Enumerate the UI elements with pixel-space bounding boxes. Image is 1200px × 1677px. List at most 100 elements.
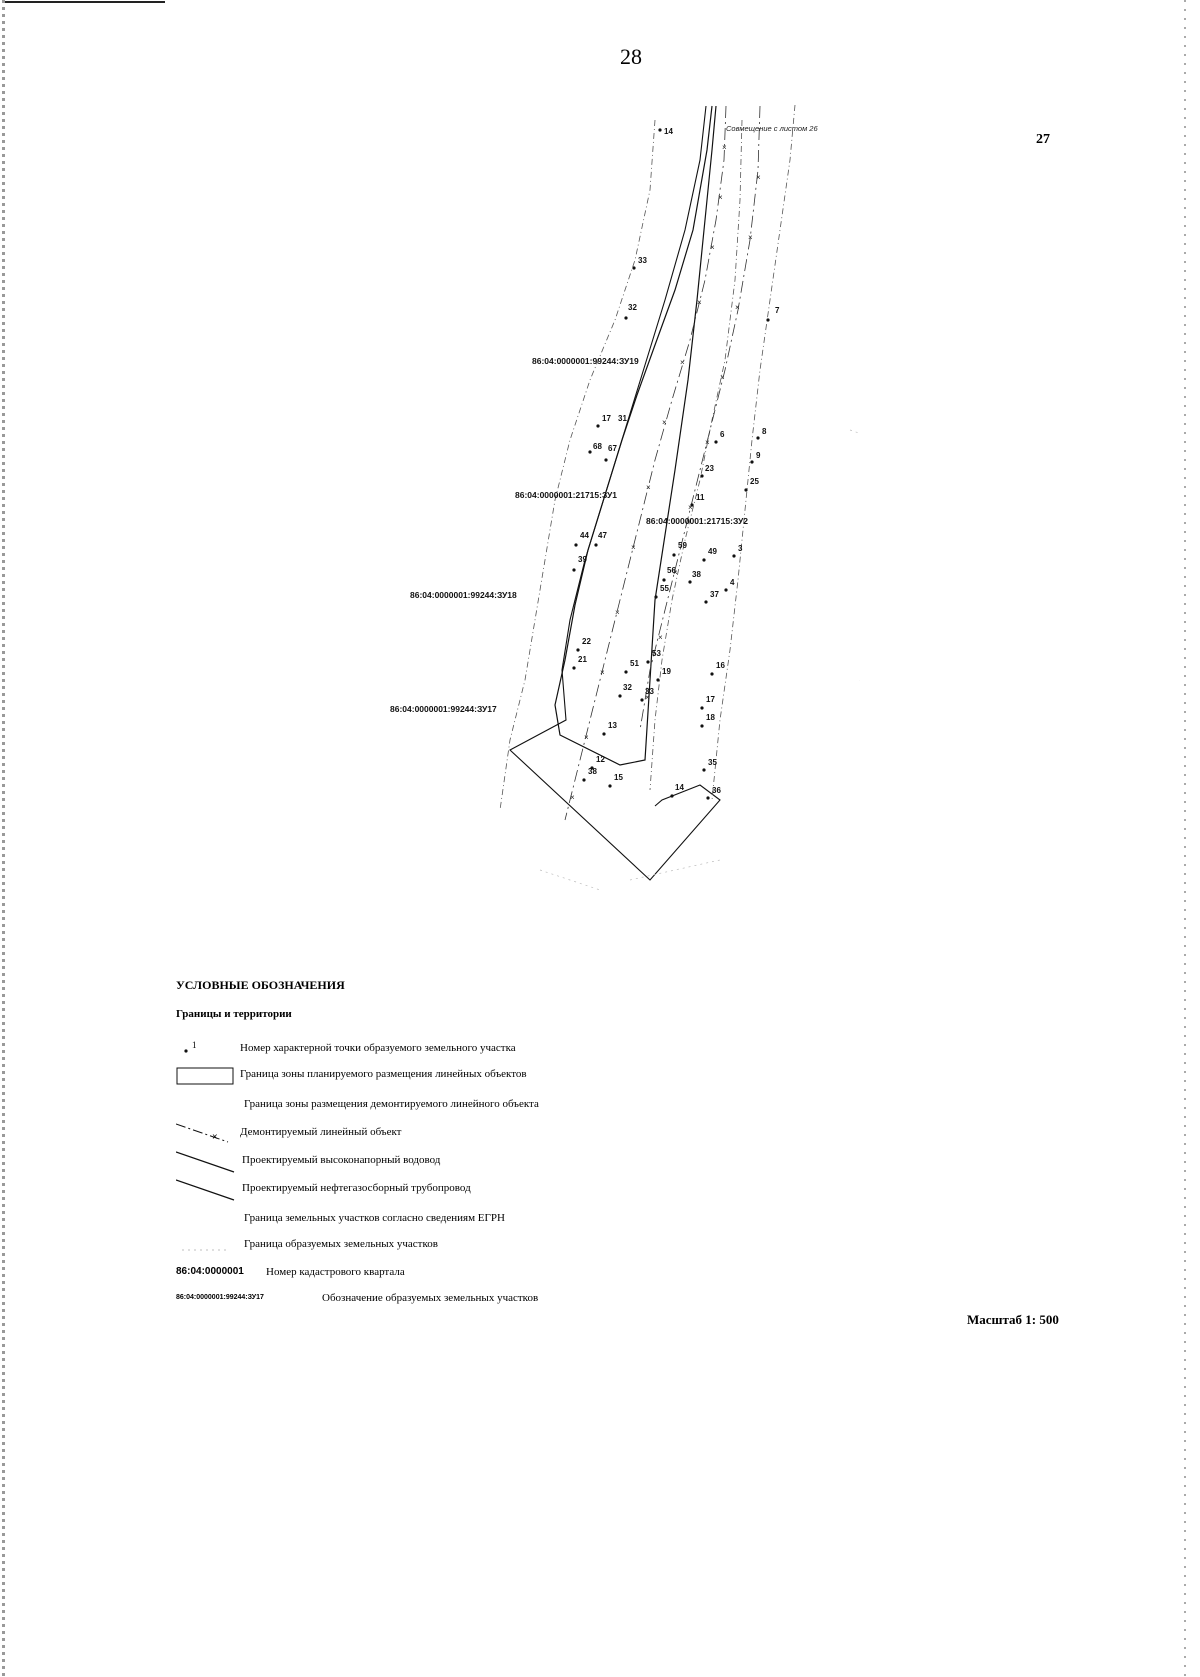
legend-text-oil-pipeline: Проектируемый нефтегазосборный трубопров…: [242, 1182, 471, 1194]
legend-text-water-line: Проектируемый высоконапорный водовод: [242, 1154, 441, 1166]
svg-text:25: 25: [750, 477, 759, 486]
svg-text:22: 22: [582, 637, 591, 646]
legend-row-oil-pipeline: Проектируемый нефтегазосборный трубопров…: [176, 1178, 876, 1202]
dismantled-line-1: [564, 105, 727, 821]
parcel-label-zu19: 86:04:0000001:99244:ЗУ19: [532, 356, 639, 366]
svg-text:×: ×: [615, 608, 620, 617]
dismantled-line-icon: ×: [176, 1123, 229, 1143]
svg-text:×: ×: [688, 503, 693, 512]
svg-text:33: 33: [638, 256, 647, 265]
svg-text:16: 16: [716, 661, 725, 670]
svg-text:×: ×: [570, 793, 575, 802]
svg-text:13: 13: [608, 721, 617, 730]
svg-text:32: 32: [623, 683, 632, 692]
svg-text:33: 33: [645, 687, 654, 696]
svg-text:11: 11: [696, 493, 705, 502]
pipeline-line-icon: [176, 1179, 235, 1201]
dismantled-line-2: [639, 105, 761, 731]
legend-row-water-line: Проектируемый высоконапорный водовод: [176, 1150, 876, 1174]
svg-text:×: ×: [756, 173, 761, 182]
svg-text:9: 9: [756, 451, 761, 460]
parcel-boundary-left: [499, 119, 656, 811]
svg-text:6: 6: [720, 430, 725, 439]
svg-text:×: ×: [645, 693, 650, 702]
adjacent-sheet-number: 27: [1036, 132, 1050, 147]
svg-text:14: 14: [664, 127, 673, 136]
svg-text:67: 67: [608, 444, 617, 453]
svg-text:31: 31: [618, 414, 627, 423]
parcel-label-zu18: 86:04:0000001:99244:ЗУ18: [410, 590, 517, 600]
parcel-label-zu2: 86:04:0000001:21715:ЗУ2: [646, 516, 748, 526]
svg-text:38: 38: [692, 570, 701, 579]
svg-text:59: 59: [678, 541, 687, 550]
legend-text-planned-zone: Граница зоны планируемого размещения лин…: [240, 1068, 527, 1080]
legend-row-dismantled-object: × Демонтируемый линейный объект: [176, 1122, 876, 1146]
svg-text:×: ×: [646, 483, 651, 492]
legend-text-dismantled-object: Демонтируемый линейный объект: [240, 1126, 402, 1138]
svg-text:38: 38: [588, 767, 597, 776]
svg-text:19: 19: [662, 667, 671, 676]
scale-label: Масштаб 1: 500: [967, 1312, 1059, 1327]
characteristic-point-labels: 14 33 32 7 17 31 68 67 8 9 6 23 25 11 44…: [578, 127, 780, 795]
svg-text:15: 15: [614, 773, 623, 782]
svg-text:3: 3: [738, 544, 743, 553]
svg-text:×: ×: [720, 373, 725, 382]
legend-row-dismantled-zone: Граница зоны размещения демонтируемого л…: [176, 1094, 876, 1118]
zone-boundary-outer: [509, 105, 721, 881]
legend-row-egrn: Граница земельных участков согласно свед…: [176, 1208, 876, 1232]
svg-text:×: ×: [697, 298, 702, 307]
cadastral-code-sample: 86:04:0000001: [176, 1266, 244, 1277]
svg-text:4: 4: [730, 578, 735, 587]
svg-text:49: 49: [708, 547, 717, 556]
legend-row-cadastral-quarter: 86:04:0000001 Номер кадастрового квартал…: [176, 1262, 876, 1286]
svg-text:×: ×: [722, 143, 727, 152]
legend-row-planned-zone: Граница зоны планируемого размещения лин…: [176, 1064, 876, 1088]
svg-text:×: ×: [710, 243, 715, 252]
svg-text:14: 14: [675, 783, 684, 792]
legend: УСЛОВНЫЕ ОБОЗНАЧЕНИЯ Границы и территори…: [176, 978, 876, 1304]
parcel-boundary-mid: [649, 119, 743, 791]
svg-text:12: 12: [596, 755, 605, 764]
parcel-label-zu1: 86:04:0000001:21715:ЗУ1: [515, 490, 617, 500]
svg-text:×: ×: [662, 418, 667, 427]
svg-text:7: 7: [775, 306, 780, 315]
svg-text:36: 36: [712, 786, 721, 795]
legend-row-point-number: 1 Номер характерной точки образуемого зе…: [176, 1038, 876, 1062]
legend-text-egrn: Граница земельных участков согласно свед…: [244, 1212, 505, 1224]
header-rule: [5, 1, 165, 3]
svg-text:1: 1: [192, 1040, 197, 1050]
parcel-boundary-right: [711, 104, 796, 801]
svg-text:8: 8: [762, 427, 767, 436]
svg-text:44: 44: [580, 531, 589, 540]
svg-text:×: ×: [735, 303, 740, 312]
legend-title: УСЛОВНЫЕ ОБОЗНАЧЕНИЯ: [176, 978, 345, 992]
svg-text:17: 17: [602, 414, 611, 423]
legend-text-dismantled-zone: Граница зоны размещения демонтируемого л…: [244, 1098, 539, 1110]
dismantled-x-marks: ××× ××× ××× ××× ××× ××× ×××: [570, 143, 761, 802]
svg-text:18: 18: [706, 713, 715, 722]
match-note: Совмещение с листом 26: [726, 124, 818, 133]
svg-text:17: 17: [706, 695, 715, 704]
legend-text-point-number: Номер характерной точки образуемого земе…: [240, 1042, 516, 1054]
solid-rectangle-icon: [176, 1067, 234, 1085]
scan-edge-left: [2, 0, 5, 1677]
planned-zone-boundary: [554, 105, 717, 766]
legend-text-cadastral-quarter: Номер кадастрового квартала: [266, 1266, 405, 1278]
svg-text:68: 68: [593, 442, 602, 451]
svg-text:×: ×: [718, 193, 723, 202]
svg-text:21: 21: [578, 655, 587, 664]
scan-edge-right: [1184, 0, 1186, 1677]
characteristic-points: [572, 128, 770, 800]
legend-text-formed-parcels: Граница образуемых земельных участков: [244, 1238, 438, 1250]
parcel-code-sample: 86:04:0000001:99244:ЗУ17: [176, 1294, 264, 1301]
svg-text:32: 32: [628, 303, 637, 312]
legend-subtitle: Границы и территории: [176, 1008, 292, 1020]
water-line-icon: [176, 1151, 235, 1173]
svg-text:39: 39: [578, 555, 587, 564]
svg-text:×: ×: [680, 358, 685, 367]
svg-text:53: 53: [652, 649, 661, 658]
svg-text:51: 51: [630, 659, 639, 668]
svg-text:23: 23: [705, 464, 714, 473]
svg-text:×: ×: [673, 568, 678, 577]
